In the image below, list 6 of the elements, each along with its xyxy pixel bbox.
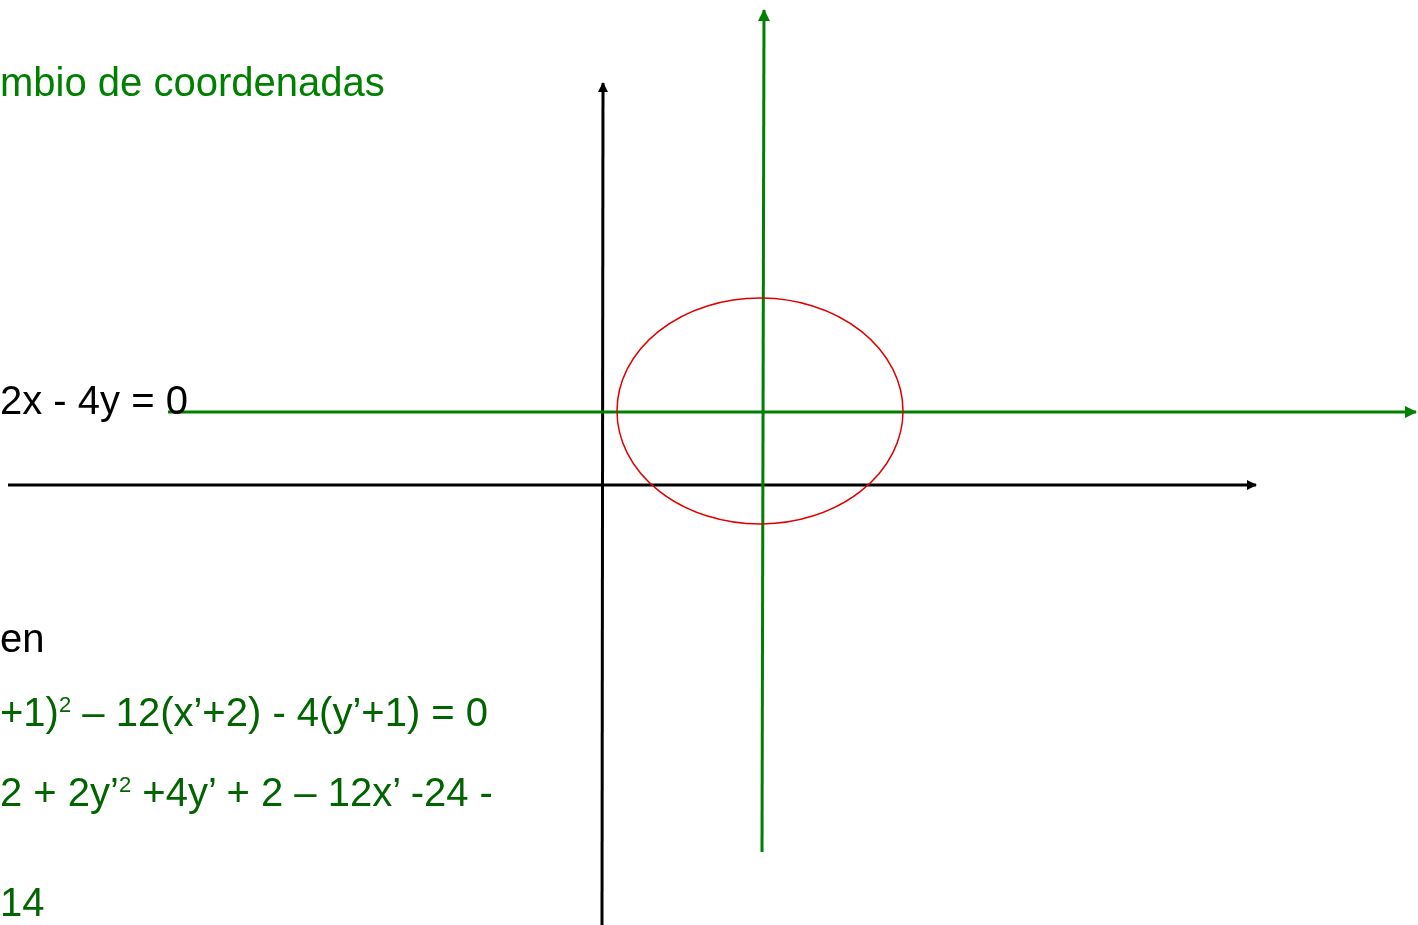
equation-text: +1)$^{2}$ – 12(x’+2) - 4(y’+1) = 0 <box>0 692 489 732</box>
equation-text: 2 + 2y’$^{2}$ +4y’ + 2 – 12x’ -24 - <box>0 772 493 812</box>
equation-text: 14 <box>0 882 45 922</box>
equation-text: en <box>0 618 45 658</box>
title: mbio de coordenadas <box>0 62 385 102</box>
equation-text: 2x - 4y = 0 <box>0 380 188 420</box>
